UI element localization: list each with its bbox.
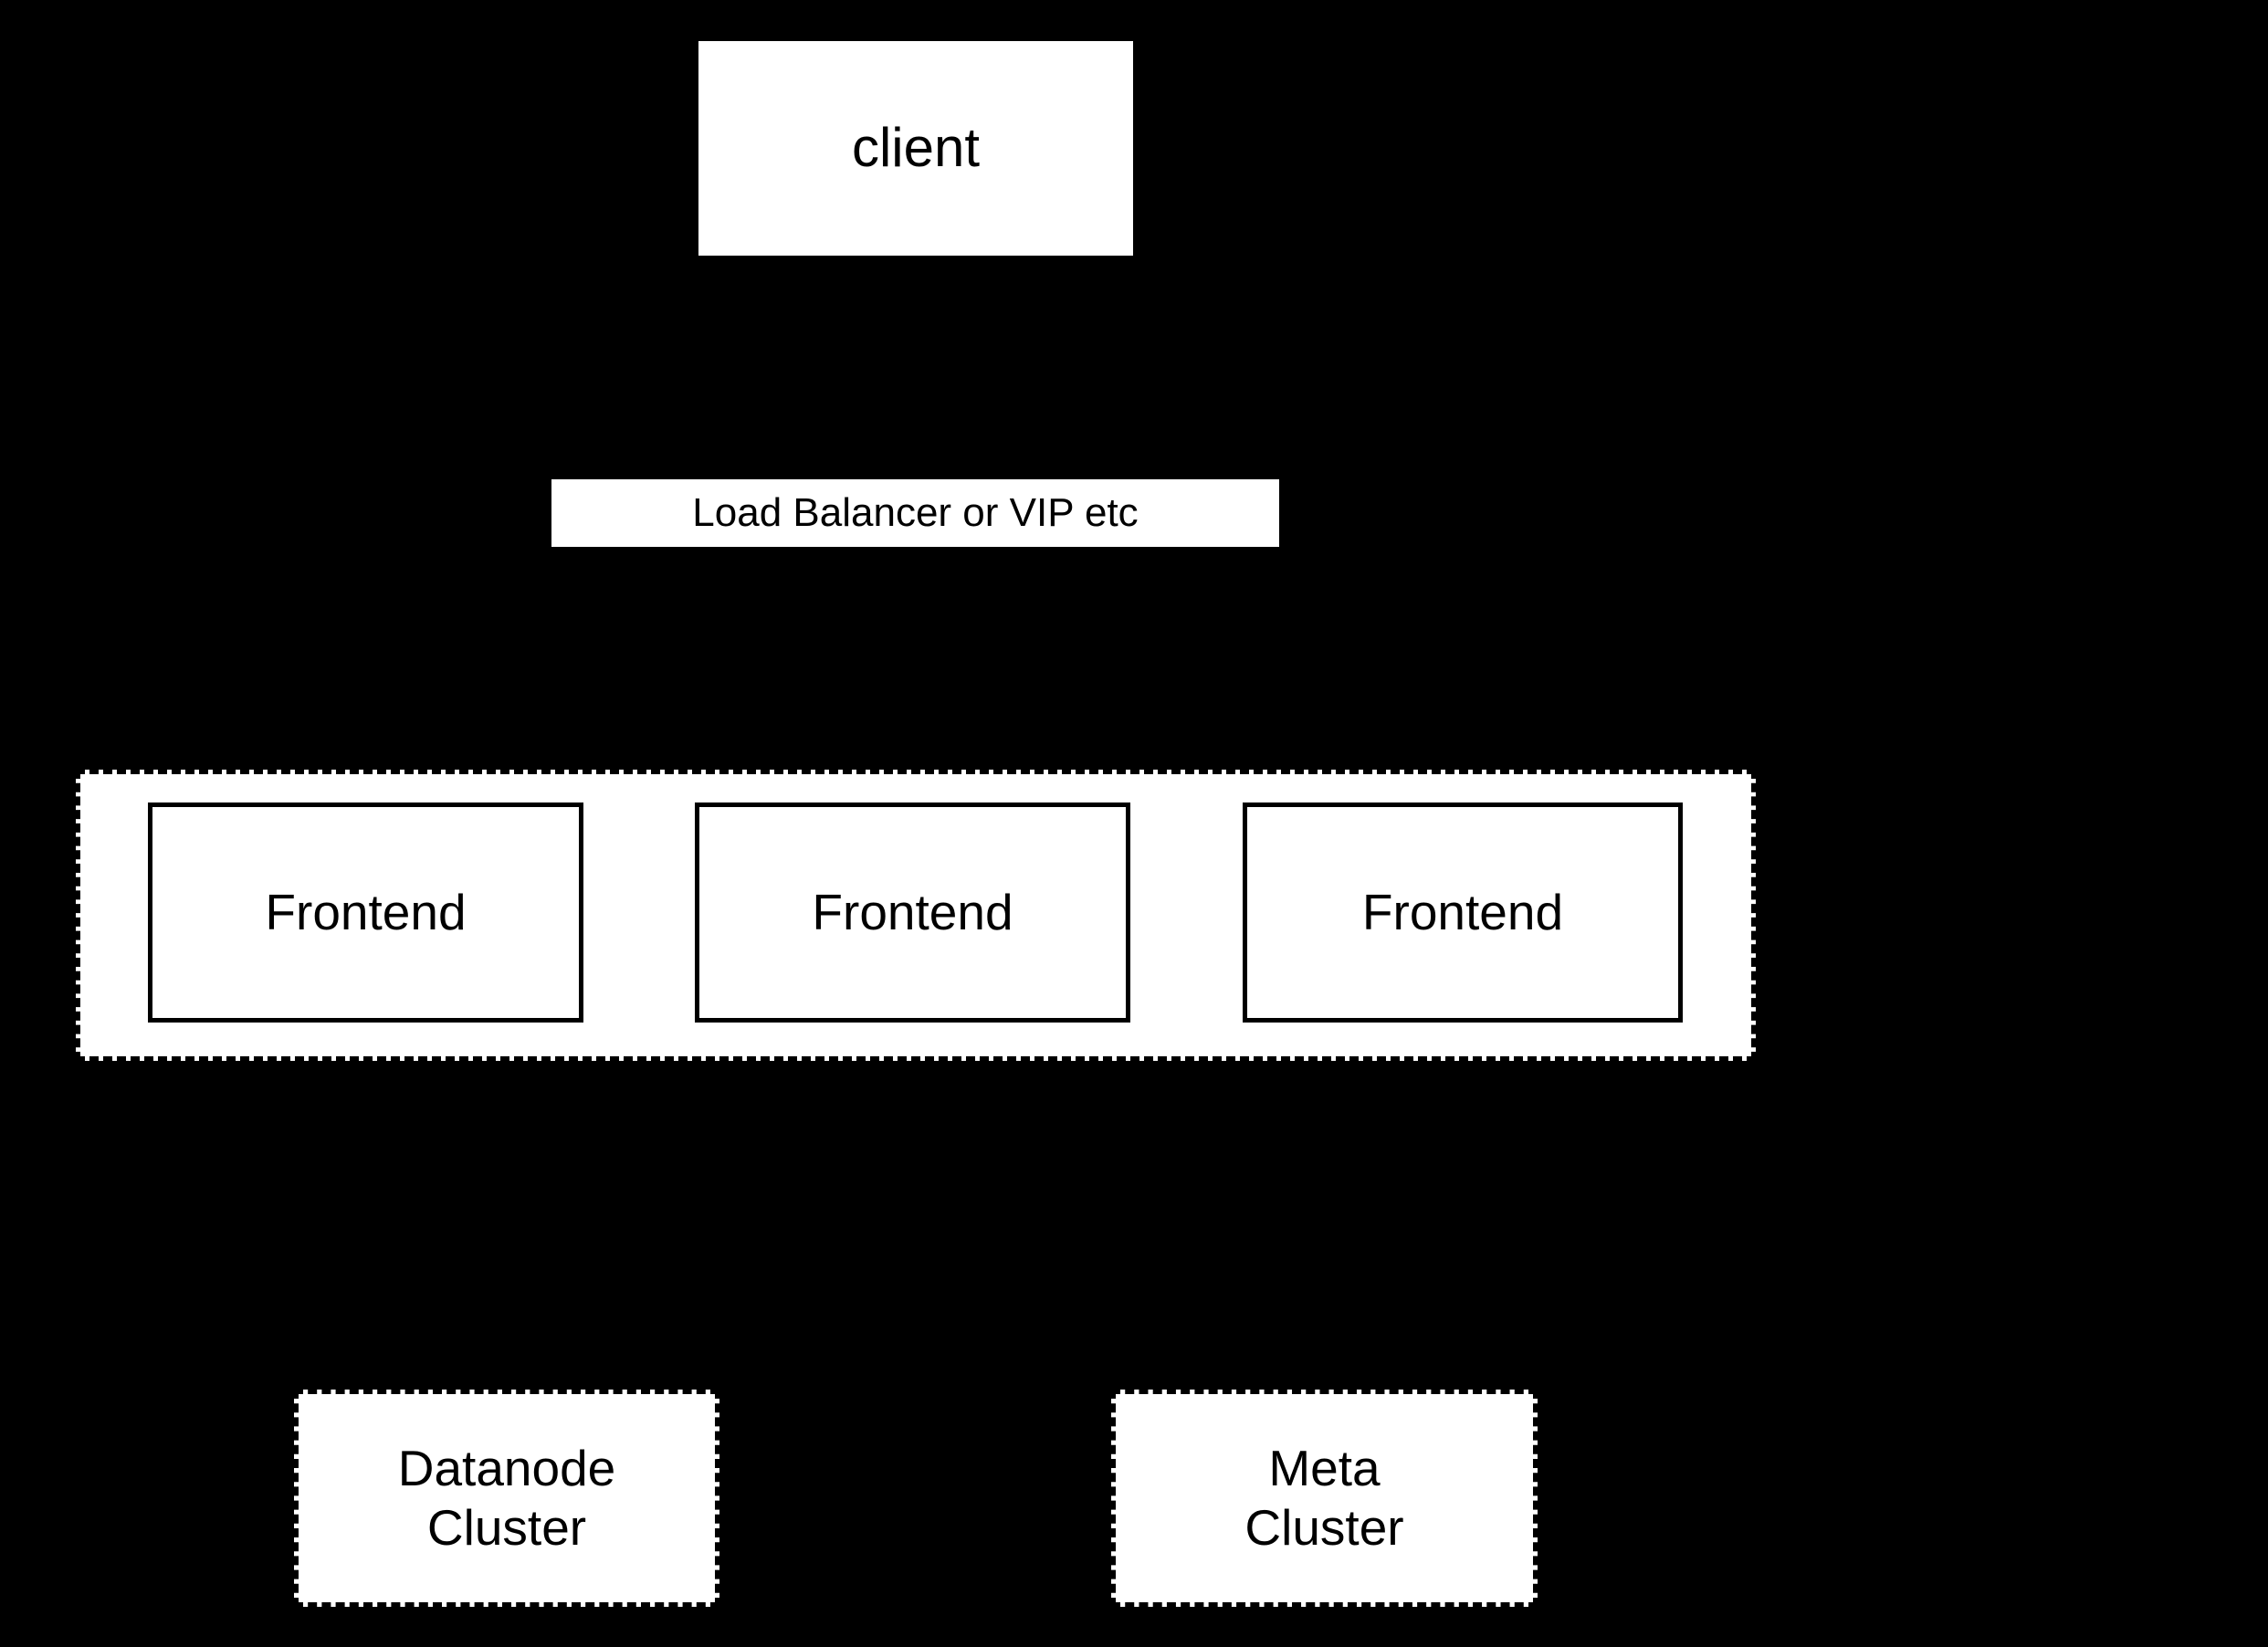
node-datanode-cluster[interactable]: Datanode Cluster (294, 1390, 719, 1607)
node-frontend-2[interactable]: Frontend (695, 803, 1130, 1023)
node-frontend-2-label: Frontend (812, 884, 1013, 941)
node-frontend-1[interactable]: Frontend (148, 803, 583, 1023)
node-client[interactable]: client (698, 41, 1133, 256)
node-frontend-1-label: Frontend (265, 884, 467, 941)
node-meta-cluster[interactable]: Meta Cluster (1111, 1390, 1538, 1607)
node-load-balancer[interactable]: Load Balancer or VIP etc (551, 479, 1279, 547)
node-load-balancer-label: Load Balancer or VIP etc (692, 490, 1139, 536)
node-client-label: client (851, 117, 981, 179)
node-datanode-cluster-label: Datanode Cluster (397, 1440, 616, 1556)
node-meta-cluster-label: Meta Cluster (1244, 1440, 1404, 1556)
node-frontend-3-label: Frontend (1361, 884, 1564, 941)
node-frontend-3[interactable]: Frontend (1243, 803, 1683, 1023)
